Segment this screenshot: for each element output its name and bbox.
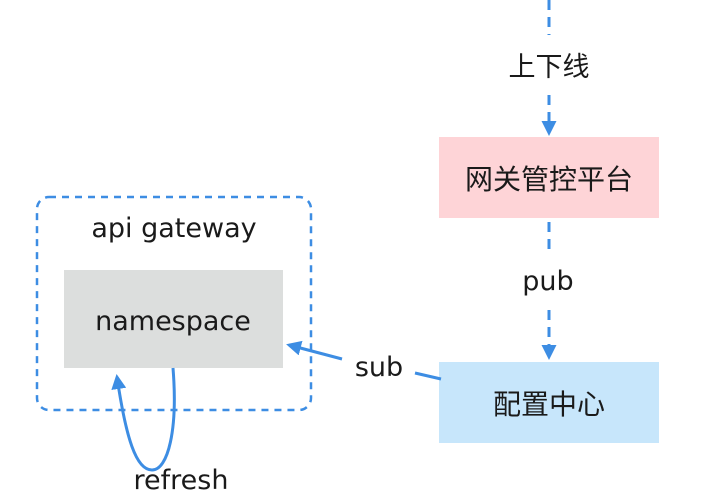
- api-gateway-label: api gateway: [91, 213, 256, 244]
- sub-edge: [286, 340, 343, 361]
- sub-label: sub: [355, 352, 403, 383]
- sub-edge-right: [414, 371, 442, 381]
- refresh-label: refresh: [134, 465, 229, 495]
- namespace-label: namespace: [95, 306, 251, 337]
- control-platform-label: 网关管控平台: [465, 163, 633, 196]
- namespace-node: [64, 270, 283, 368]
- config-center-node: [439, 362, 659, 443]
- refresh-edge: [111, 367, 176, 472]
- online-offline-label: 上下线: [509, 52, 590, 83]
- control-platform-node: [439, 137, 659, 218]
- pub-label: pub: [522, 266, 573, 297]
- config-center-label: 配置中心: [493, 388, 605, 421]
